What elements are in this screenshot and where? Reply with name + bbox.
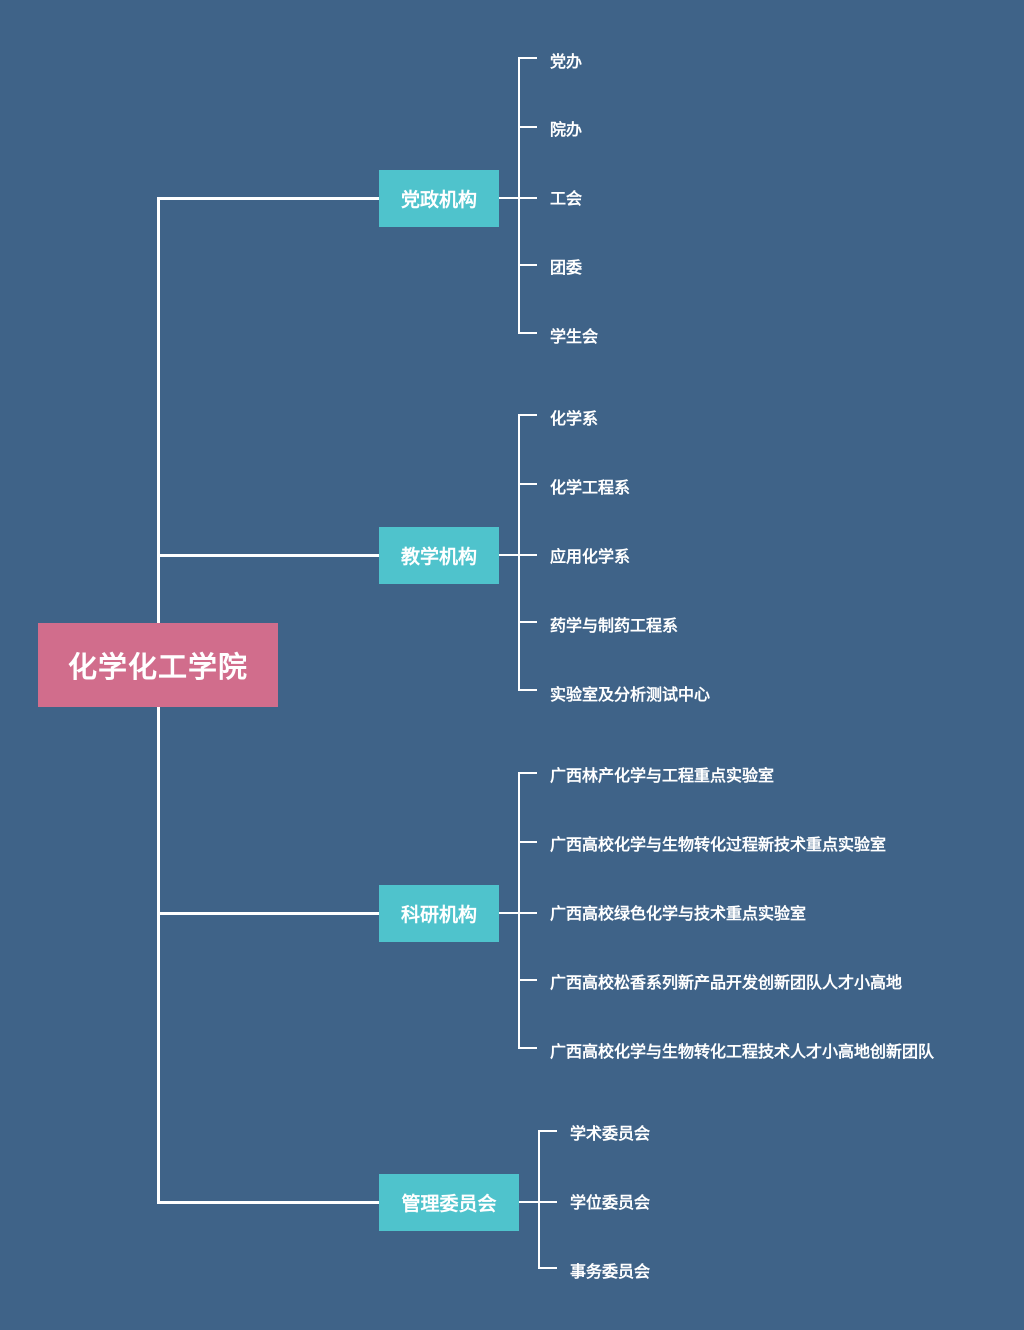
leaf-node[interactable]: 广西高校化学与生物转化过程新技术重点实验室 bbox=[550, 835, 887, 854]
leaf-node[interactable]: 团委 bbox=[550, 258, 583, 277]
branch-label: 教学机构 bbox=[400, 546, 477, 568]
leaf-node[interactable]: 党办 bbox=[550, 52, 583, 71]
connector-line bbox=[157, 197, 379, 200]
leaf-tick bbox=[538, 1267, 557, 1269]
leaf-node[interactable]: 药学与制药工程系 bbox=[550, 616, 679, 635]
branch-node-management[interactable]: 管理委员会 bbox=[379, 1174, 519, 1231]
connector-line bbox=[157, 912, 379, 915]
leaf-node[interactable]: 学生会 bbox=[550, 327, 599, 346]
leaf-tick bbox=[518, 979, 537, 981]
leaf-node[interactable]: 广西高校松香系列新产品开发创新团队人才小高地 bbox=[550, 973, 903, 992]
branch-label: 党政机构 bbox=[400, 189, 477, 211]
bracket-line bbox=[538, 1130, 540, 1269]
leaf-tick bbox=[518, 332, 537, 334]
root-node[interactable]: 化学化工学院 bbox=[38, 623, 278, 707]
leaf-tick bbox=[518, 414, 537, 416]
leaf-tick bbox=[538, 1130, 557, 1132]
leaf-tick bbox=[518, 841, 537, 843]
leaf-tick bbox=[518, 264, 537, 266]
bracket-line bbox=[518, 57, 520, 334]
leaf-node[interactable]: 院办 bbox=[550, 120, 583, 139]
leaf-tick bbox=[518, 621, 537, 623]
branch-node-party-admin[interactable]: 党政机构 bbox=[379, 170, 499, 227]
leaf-node[interactable]: 实验室及分析测试中心 bbox=[550, 685, 711, 704]
leaf-node[interactable]: 化学系 bbox=[550, 409, 599, 428]
leaf-tick bbox=[518, 483, 537, 485]
bracket-line bbox=[518, 772, 520, 1049]
leaf-node[interactable]: 事务委员会 bbox=[570, 1262, 651, 1281]
branch-label: 科研机构 bbox=[400, 904, 477, 926]
leaf-tick bbox=[518, 57, 537, 59]
leaf-tick bbox=[518, 689, 537, 691]
leaf-tick bbox=[518, 1047, 537, 1049]
leaf-node[interactable]: 工会 bbox=[550, 189, 583, 208]
branch-node-teaching[interactable]: 教学机构 bbox=[379, 527, 499, 584]
root-label: 化学化工学院 bbox=[67, 650, 248, 684]
branch-node-research[interactable]: 科研机构 bbox=[379, 885, 499, 942]
connector-line bbox=[157, 1201, 379, 1204]
leaf-node[interactable]: 学位委员会 bbox=[570, 1193, 651, 1212]
leaf-node[interactable]: 应用化学系 bbox=[550, 547, 631, 566]
bracket-line bbox=[518, 414, 520, 691]
leaf-tick bbox=[518, 126, 537, 128]
leaf-node[interactable]: 化学工程系 bbox=[550, 478, 631, 497]
leaf-node[interactable]: 广西高校绿色化学与技术重点实验室 bbox=[550, 904, 807, 923]
leaf-node[interactable]: 广西高校化学与生物转化工程技术人才小高地创新团队 bbox=[550, 1042, 935, 1061]
leaf-node[interactable]: 广西林产化学与工程重点实验室 bbox=[550, 766, 775, 785]
leaf-tick bbox=[518, 772, 537, 774]
branch-label: 管理委员会 bbox=[401, 1193, 497, 1215]
leaf-node[interactable]: 学术委员会 bbox=[570, 1124, 651, 1143]
connector-line bbox=[157, 554, 379, 557]
